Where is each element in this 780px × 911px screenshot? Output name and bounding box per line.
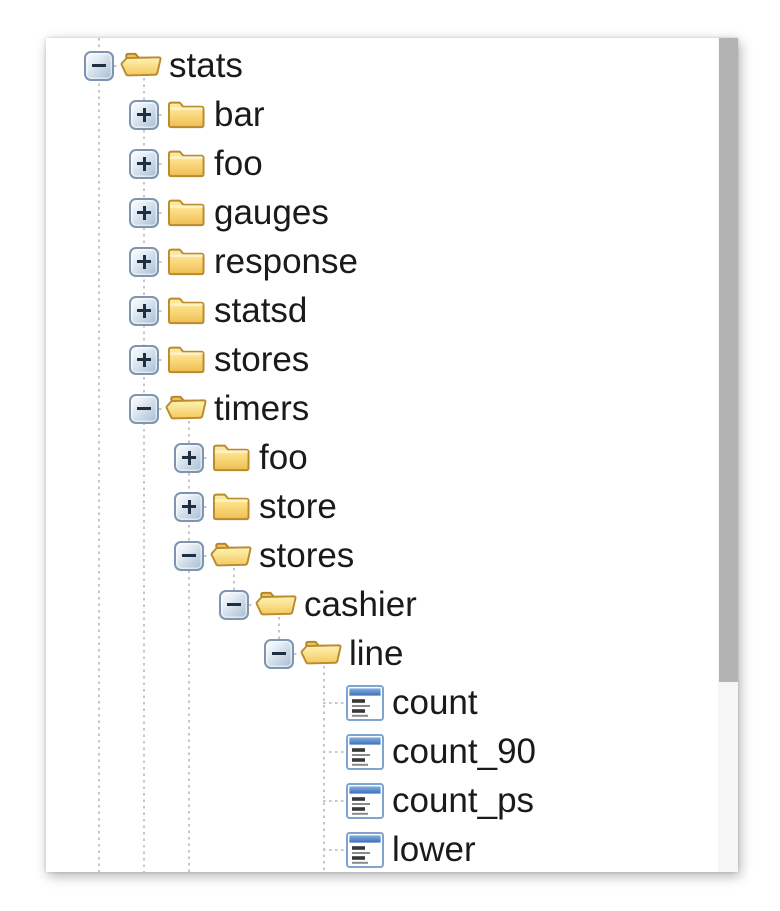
tree-node-response[interactable]: response <box>46 237 718 286</box>
expand-icon[interactable] <box>129 99 159 130</box>
tree-node-statsd[interactable]: statsd <box>46 286 718 335</box>
tree-node-label[interactable]: bar <box>214 95 265 134</box>
tree-rows: stats bar foo gauges <box>46 41 718 872</box>
tree-connector <box>159 211 165 214</box>
folder-icon <box>165 243 207 280</box>
tree-node-stores[interactable]: stores <box>46 335 718 384</box>
folder-open-icon <box>255 586 297 623</box>
tree-connector <box>204 505 210 508</box>
tree-node-timers-stores[interactable]: stores <box>46 531 718 580</box>
tree-node-label[interactable]: response <box>214 242 358 281</box>
tree-guide-line <box>323 653 325 872</box>
tree-leaf-count-90[interactable]: count_90 <box>46 727 718 776</box>
tree-connector <box>323 701 345 704</box>
tree-leaf-count-ps[interactable]: count_ps <box>46 776 718 825</box>
tree-connector <box>159 358 165 361</box>
folder-icon <box>210 488 252 525</box>
tree-connector <box>204 554 210 557</box>
expand-icon[interactable] <box>174 491 204 522</box>
tree-node-timers-store[interactable]: store <box>46 482 718 531</box>
tree-connector <box>294 652 300 655</box>
tree-connector <box>159 407 165 410</box>
tree-node-label[interactable]: count <box>392 683 478 722</box>
leaf-icon <box>345 683 385 723</box>
tree-connector <box>159 162 165 165</box>
folder-open-icon <box>120 47 162 84</box>
tree-node-label[interactable]: lower <box>392 830 476 869</box>
tree-node-label[interactable]: stores <box>214 340 310 379</box>
tree-guide-line <box>278 604 280 654</box>
leaf-icon <box>345 732 385 772</box>
scrollbar-track[interactable] <box>718 38 738 872</box>
tree-node-foo[interactable]: foo <box>46 139 718 188</box>
tree-node-label[interactable]: foo <box>214 144 263 183</box>
expand-icon[interactable] <box>174 442 204 473</box>
tree-leaf-lower[interactable]: lower <box>46 825 718 872</box>
tree-leaf-count[interactable]: count <box>46 678 718 727</box>
collapse-icon[interactable] <box>219 589 249 620</box>
collapse-icon[interactable] <box>84 50 114 81</box>
tree-guide-line <box>188 408 190 872</box>
collapse-icon[interactable] <box>129 393 159 424</box>
folder-icon <box>165 194 207 231</box>
tree-connector <box>323 799 345 802</box>
folder-icon <box>165 145 207 182</box>
tree-node-label[interactable]: stats <box>169 46 243 85</box>
leaf-icon <box>345 830 385 870</box>
tree-connector <box>159 113 165 116</box>
expand-icon[interactable] <box>129 246 159 277</box>
folder-icon <box>165 341 207 378</box>
tree-connector <box>249 603 255 606</box>
scrollbar-thumb[interactable] <box>719 38 738 682</box>
tree-node-label[interactable]: count_90 <box>392 732 537 771</box>
tree-node-label[interactable]: statsd <box>214 291 308 330</box>
tree-node-cashier[interactable]: cashier <box>46 580 718 629</box>
folder-open-icon <box>165 390 207 427</box>
tree-connector <box>159 260 165 263</box>
expand-icon[interactable] <box>129 344 159 375</box>
tree-node-label[interactable]: foo <box>259 438 308 477</box>
tree-guide-line <box>98 38 100 872</box>
folder-icon <box>165 96 207 133</box>
tree-connector <box>159 309 165 312</box>
tree-guide-line <box>143 65 145 872</box>
tree-guide-line <box>233 555 235 605</box>
tree-node-line[interactable]: line <box>46 629 718 678</box>
expand-icon[interactable] <box>129 295 159 326</box>
metrics-tree: stats bar foo gauges <box>46 38 718 872</box>
folder-open-icon <box>210 537 252 574</box>
tree-node-gauges[interactable]: gauges <box>46 188 718 237</box>
expand-icon[interactable] <box>129 197 159 228</box>
tree-connector <box>204 456 210 459</box>
tree-node-timers[interactable]: timers <box>46 384 718 433</box>
collapse-icon[interactable] <box>264 638 294 669</box>
tree-node-label[interactable]: count_ps <box>392 781 535 820</box>
folder-open-icon <box>300 635 342 672</box>
folder-icon <box>165 292 207 329</box>
tree-node-label[interactable]: store <box>259 487 337 526</box>
tree-node-label[interactable]: cashier <box>304 585 417 624</box>
tree-connector <box>114 64 120 67</box>
tree-node-stats[interactable]: stats <box>46 41 718 90</box>
leaf-icon <box>345 781 385 821</box>
folder-icon <box>210 439 252 476</box>
tree-panel: stats bar foo gauges <box>46 38 738 872</box>
tree-node-timers-foo[interactable]: foo <box>46 433 718 482</box>
collapse-icon[interactable] <box>174 540 204 571</box>
tree-node-label[interactable]: stores <box>259 536 355 575</box>
tree-node-bar[interactable]: bar <box>46 90 718 139</box>
tree-node-label[interactable]: line <box>349 634 404 673</box>
tree-node-label[interactable]: gauges <box>214 193 329 232</box>
expand-icon[interactable] <box>129 148 159 179</box>
tree-node-label[interactable]: timers <box>214 389 310 428</box>
tree-connector <box>323 750 345 753</box>
tree-connector <box>323 848 345 851</box>
